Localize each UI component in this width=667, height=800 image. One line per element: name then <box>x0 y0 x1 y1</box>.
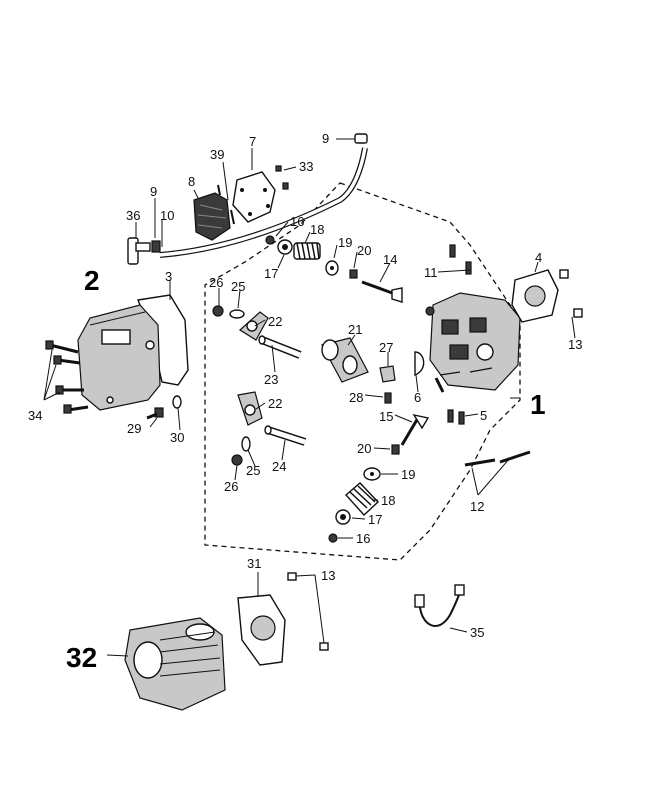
label-4: 4 <box>535 250 542 265</box>
valve-cover <box>77 304 161 411</box>
dowel-13d <box>319 642 329 651</box>
washer-30 <box>172 395 182 409</box>
label-17a: 17 <box>264 266 278 281</box>
label-26b: 26 <box>224 479 238 494</box>
label-3: 3 <box>165 269 172 284</box>
label-20b: 20 <box>357 441 371 456</box>
group-label-2: 2 <box>84 265 100 296</box>
valve-14 <box>361 280 403 303</box>
label-16b: 16 <box>356 531 370 546</box>
seal-20-bottom <box>391 444 400 455</box>
group-number-labels: 2 1 32 <box>66 265 546 673</box>
label-34: 34 <box>28 408 42 423</box>
label-21: 21 <box>348 322 362 337</box>
label-20a: 20 <box>357 243 371 258</box>
label-22a: 22 <box>268 314 282 329</box>
label-22b: 22 <box>268 396 282 411</box>
label-7: 7 <box>249 134 256 149</box>
group-label-1: 1 <box>530 389 546 420</box>
label-25a: 25 <box>231 279 245 294</box>
label-12: 12 <box>470 499 484 514</box>
label-33: 33 <box>299 159 313 174</box>
breather-nipple <box>127 237 161 265</box>
label-14: 14 <box>383 252 397 267</box>
bolt-26-top <box>212 305 224 317</box>
rocker-arm-22-top <box>239 311 269 341</box>
head-gasket-4 <box>511 269 559 323</box>
rocker-arm-22-bottom <box>237 391 263 426</box>
label-28: 28 <box>349 390 363 405</box>
label-23: 23 <box>264 372 278 387</box>
label-9a: 9 <box>322 131 329 146</box>
seal-6 <box>414 351 425 377</box>
shaft-25-bottom <box>241 436 251 452</box>
dowel-13c <box>287 572 297 581</box>
sensor-35 <box>414 584 465 627</box>
camshaft-21 <box>321 337 369 383</box>
breather-gasket <box>232 171 276 223</box>
rocker-shaft-23 <box>258 335 302 359</box>
label-24: 24 <box>272 459 286 474</box>
label-18a: 18 <box>310 222 324 237</box>
label-9b: 9 <box>150 184 157 199</box>
cylinder-block-32 <box>124 617 226 711</box>
valve-15 <box>400 413 430 446</box>
label-29: 29 <box>127 421 141 436</box>
label-30: 30 <box>170 430 184 445</box>
long-studs-12 <box>464 450 531 467</box>
bolt-26-bottom <box>231 454 243 466</box>
collet-16-bottom <box>328 533 338 543</box>
label-31: 31 <box>247 556 261 571</box>
hose-clip-top <box>354 133 368 144</box>
group-label-32: 32 <box>66 642 97 673</box>
screws-33 <box>275 165 289 190</box>
dowel-13a <box>559 269 569 279</box>
pins-5 <box>447 409 465 425</box>
fitting-near-head <box>434 377 445 393</box>
studs-11 <box>449 244 472 275</box>
valve-spring-18-top <box>293 242 321 260</box>
valve-cover-bolts <box>45 340 89 414</box>
shaft-25-top <box>229 309 245 319</box>
label-36: 36 <box>126 208 140 223</box>
label-15: 15 <box>379 409 393 424</box>
bolt-29 <box>154 407 164 418</box>
plate-27 <box>379 365 396 383</box>
rocker-shaft-24 <box>264 425 307 446</box>
dowel-13b <box>573 308 583 318</box>
label-25b: 25 <box>246 463 260 478</box>
seal-20-top <box>349 269 358 279</box>
screws-39 <box>217 184 235 225</box>
collet-16-top <box>265 235 275 245</box>
label-39: 39 <box>210 147 224 162</box>
label-11: 11 <box>424 265 438 280</box>
bolt-28 <box>384 392 392 404</box>
cylinder-head <box>425 292 521 391</box>
label-18b: 18 <box>381 493 395 508</box>
label-35: 35 <box>470 625 484 640</box>
label-27: 27 <box>379 340 393 355</box>
assembly-boundary-outline <box>204 182 521 561</box>
base-gasket-31 <box>237 594 286 666</box>
label-5: 5 <box>480 408 487 423</box>
part-number-labels: 9 7 39 33 8 9 36 10 16 18 17 19 20 14 11… <box>28 131 582 640</box>
leader-lines <box>43 138 576 657</box>
label-16a: 16 <box>290 214 304 229</box>
label-8: 8 <box>188 174 195 189</box>
label-13a: 13 <box>568 337 582 352</box>
label-17b: 17 <box>368 512 382 527</box>
label-19b: 19 <box>401 467 415 482</box>
label-10: 10 <box>160 208 174 223</box>
label-6: 6 <box>414 390 421 405</box>
label-13b: 13 <box>321 568 335 583</box>
label-19a: 19 <box>338 235 352 250</box>
label-26a: 26 <box>209 275 223 290</box>
valve-spring-18-bottom <box>344 482 379 516</box>
